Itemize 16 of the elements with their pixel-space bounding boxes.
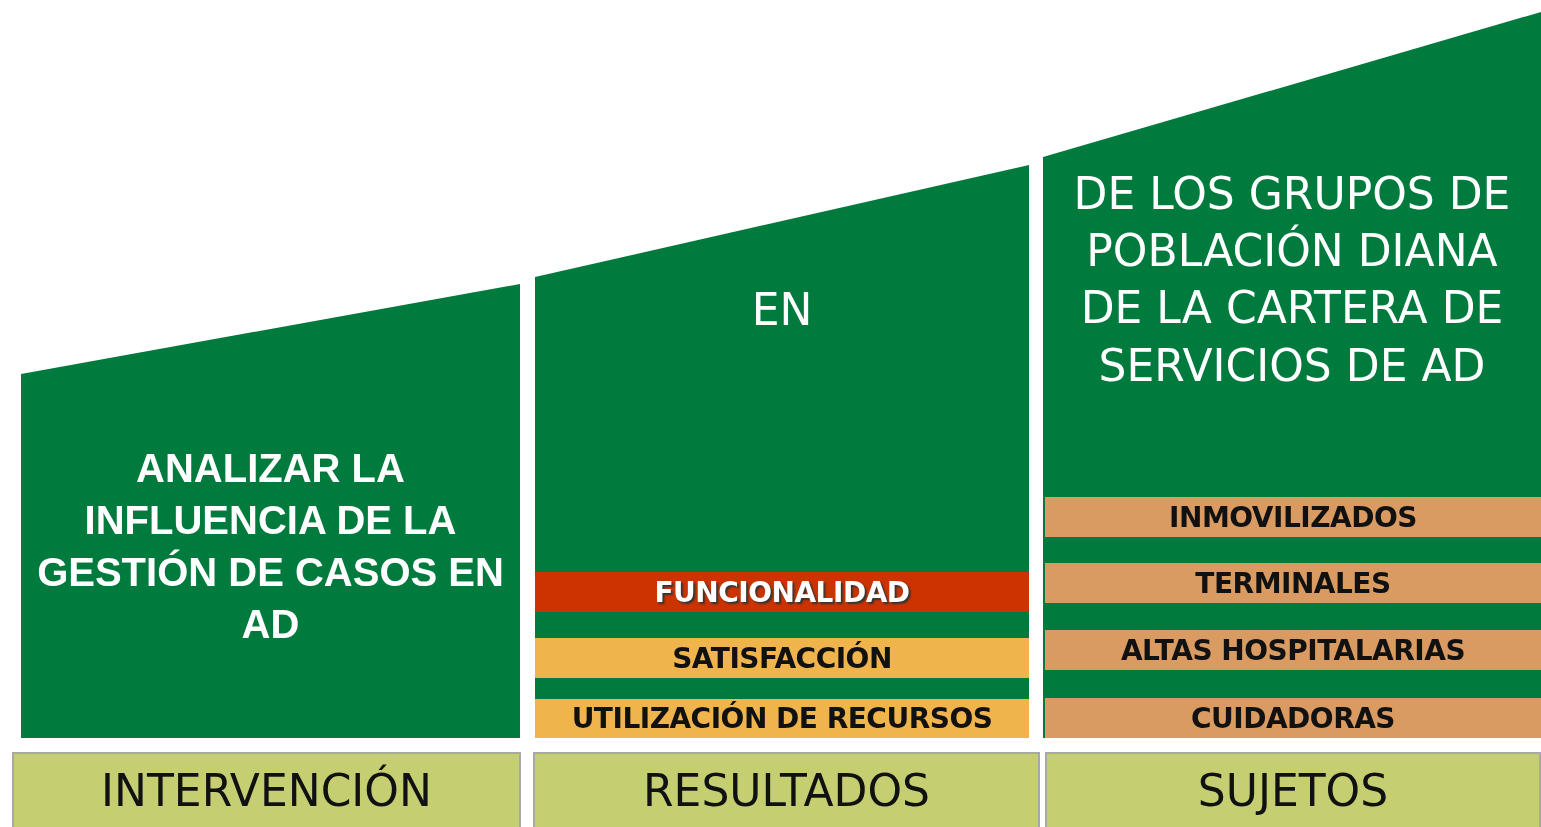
panel-text: DE LOS GRUPOS DE POBLACIÓN DIANA DE LA CARTERA DE SERVICIOS DE AD — [1072, 167, 1512, 393]
outcome-bar: UTILIZACIÓN DE RECURSOS — [535, 699, 1029, 738]
panel — [1043, 12, 1541, 738]
category-header: RESULTADOS — [533, 752, 1040, 827]
category-header: SUJETOS — [1045, 752, 1541, 827]
panel — [535, 165, 1029, 738]
group-bar: CUIDADORAS — [1045, 698, 1541, 738]
group-bar: INMOVILIZADOS — [1045, 497, 1541, 537]
group-bar: ALTAS HOSPITALARIAS — [1045, 630, 1541, 670]
group-bar: TERMINALES — [1045, 563, 1541, 603]
outcome-bar: SATISFACCIÓN — [535, 638, 1029, 678]
panel-text: ANALIZAR LA INFLUENCIA DE LA GESTIÓN DE CASOS EN AD — [36, 445, 505, 648]
category-header: INTERVENCIÓN — [12, 752, 521, 827]
panel — [21, 284, 520, 738]
outcome-bar: FUNCIONALIDAD — [535, 572, 1029, 612]
panel-text: EN — [750, 283, 814, 337]
